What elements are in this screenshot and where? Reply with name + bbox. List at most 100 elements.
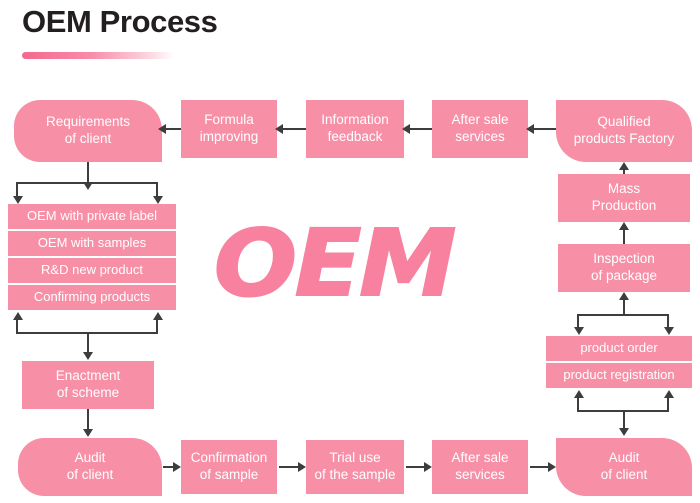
node-label: product registration <box>563 367 675 383</box>
node-inspection-of-package[interactable]: Inspection of package <box>558 244 690 292</box>
connector-qualified-to-aftersale <box>534 128 556 130</box>
connector-merge-left-rise <box>16 318 18 334</box>
node-qualified-products-factory[interactable]: Qualified products Factory <box>556 100 692 162</box>
node-label-line2: improving <box>199 129 259 144</box>
arrowhead-up <box>153 312 163 320</box>
node-oem-with-private-label[interactable]: OEM with private label <box>8 204 176 229</box>
connector-merge-right-rise <box>156 318 158 334</box>
node-label-line1: Inspection <box>593 251 655 267</box>
node-label: OEM with private label <box>26 208 158 224</box>
node-label-line1: Qualified <box>597 114 651 130</box>
title-underline-rule <box>22 52 174 59</box>
arrowhead-down <box>574 327 584 335</box>
arrowhead-down <box>83 429 93 437</box>
connector-fork-bar-top <box>16 182 158 184</box>
connector-merge-to-enactment <box>87 332 89 354</box>
node-label-line1: After sale <box>451 450 509 466</box>
node-label-line1: Mass <box>607 181 641 197</box>
connector-fork-left-drop <box>16 182 18 198</box>
connector-merge-to-auditright <box>623 410 625 430</box>
arrowhead-right <box>424 462 432 472</box>
node-formula-improving[interactable]: Formula improving <box>181 100 277 158</box>
arrowhead-right <box>298 462 306 472</box>
arrowhead-left <box>402 124 410 134</box>
node-trial-use-of-the-sample[interactable]: Trial use of the sample <box>306 440 404 494</box>
connector-trial-to-aftersale <box>406 466 424 468</box>
arrowhead-up <box>574 390 584 398</box>
node-label-line2: Production <box>591 198 657 213</box>
node-label: Confirming products <box>33 289 151 305</box>
node-label-line2: of client <box>64 131 112 146</box>
connector-merge-right-right-rise <box>667 396 669 412</box>
connector-fork-right-left-drop <box>577 314 579 329</box>
node-confirming-products[interactable]: Confirming products <box>8 285 176 310</box>
node-label: R&D new product <box>41 262 143 278</box>
node-after-sale-services-top[interactable]: After sale services <box>432 100 528 158</box>
node-label-line2: of client <box>66 467 114 482</box>
node-rd-new-product[interactable]: R&D new product <box>8 258 176 283</box>
node-label-line2: services <box>455 129 505 144</box>
node-information-feedback[interactable]: Information feedback <box>306 100 404 158</box>
node-product-order[interactable]: product order <box>546 336 692 361</box>
connector-aftersale-to-infofeedback <box>410 128 432 130</box>
node-label-line2: of the sample <box>314 467 396 482</box>
connector-formula-to-requirements <box>166 128 181 130</box>
arrowhead-up <box>13 312 23 320</box>
connector-merge-right-left-rise <box>577 396 579 412</box>
arrowhead-down <box>83 352 93 360</box>
node-requirements-of-client[interactable]: Requirements of client <box>14 100 162 162</box>
arrowhead-down <box>153 196 163 204</box>
arrowhead-up <box>619 292 629 300</box>
node-label-line1: Audit <box>608 450 640 466</box>
node-label-line2: of package <box>590 268 658 283</box>
node-label-line2: services <box>455 467 505 482</box>
connector-fork-right-drop <box>156 182 158 198</box>
node-label: OEM with samples <box>37 235 147 251</box>
connector-fork-right-right-drop <box>667 314 669 329</box>
connector-fork-to-inspection <box>623 298 625 316</box>
node-label-line1: Formula <box>204 112 254 128</box>
node-after-sale-services-bottom[interactable]: After sale services <box>432 440 528 494</box>
connector-confirmation-to-trial <box>279 466 298 468</box>
arrowhead-up <box>619 162 629 170</box>
connector-auditleft-to-confirmation <box>163 466 173 468</box>
node-label-line2: feedback <box>327 129 383 144</box>
connector-infofeedback-to-formula <box>283 128 306 130</box>
node-label-line2: of client <box>600 467 648 482</box>
node-label-line2: of sample <box>199 467 259 482</box>
connector-aftersale-to-auditright <box>530 466 548 468</box>
connector-requirements-down <box>87 162 89 184</box>
node-label-line1: Confirmation <box>190 450 268 466</box>
node-label-line1: Enactment <box>55 368 121 384</box>
node-product-registration[interactable]: product registration <box>546 363 692 388</box>
arrowhead-left <box>526 124 534 134</box>
node-label-line1: After sale <box>451 112 509 128</box>
node-enactment-of-scheme[interactable]: Enactment of scheme <box>22 361 154 409</box>
arrowhead-right <box>173 462 181 472</box>
node-label: product order <box>580 340 658 356</box>
node-audit-of-client-left[interactable]: Audit of client <box>18 438 162 496</box>
node-label-line1: Trial use <box>329 450 381 466</box>
node-audit-of-client-right[interactable]: Audit of client <box>556 438 692 496</box>
node-oem-with-samples[interactable]: OEM with samples <box>8 231 176 256</box>
arrowhead-down <box>13 196 23 204</box>
connector-inspection-to-mass <box>623 228 625 246</box>
arrowhead-left <box>158 124 166 134</box>
oem-watermark: OEM <box>213 210 457 317</box>
node-label-line2: of scheme <box>56 385 120 400</box>
arrowhead-right <box>548 462 556 472</box>
arrowhead-down <box>619 428 629 436</box>
connector-enactment-to-audit <box>87 409 89 431</box>
node-mass-production[interactable]: Mass Production <box>558 174 690 222</box>
arrowhead-down <box>83 182 93 190</box>
node-label-line1: Audit <box>74 450 106 466</box>
node-label-line1: Requirements <box>45 114 131 130</box>
arrowhead-up <box>619 222 629 230</box>
arrowhead-up <box>664 390 674 398</box>
page-title: OEM Process <box>22 4 218 39</box>
arrowhead-down <box>664 327 674 335</box>
node-confirmation-of-sample[interactable]: Confirmation of sample <box>181 440 277 494</box>
arrowhead-left <box>275 124 283 134</box>
node-label-line2: products Factory <box>573 131 675 146</box>
